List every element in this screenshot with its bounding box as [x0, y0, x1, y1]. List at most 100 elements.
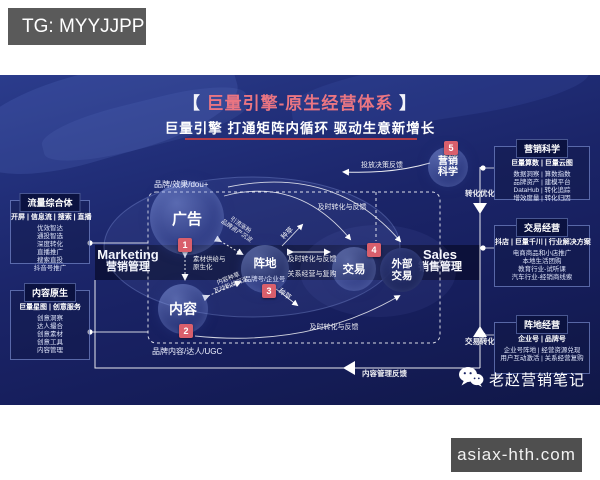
brand-footer: 老赵营销笔记: [458, 366, 585, 393]
list-item: 增效度量 | 转化归因: [513, 195, 571, 202]
list-item: 本地生活团购: [522, 258, 562, 265]
node-trade-label: 交易: [342, 264, 366, 276]
panel-subheader: 抖店 | 巨量千川 | 行业解决方案: [495, 239, 591, 246]
panel-traffic-complex: 流量综合体 开屏 | 信息流 | 搜索 | 直播 优效智达通投智选深度转化直播推…: [10, 193, 92, 272]
list-item: 创意洞察: [37, 315, 63, 322]
timely-curve-to-trade: [223, 190, 352, 241]
panel-header: 内容原生: [23, 283, 77, 302]
page-title: 【 巨量引擎-原生经营体系 】: [0, 89, 600, 114]
ad-position-arrow: [213, 235, 244, 256]
connector-dot: [87, 240, 93, 246]
title-bracket-left: 【: [182, 94, 201, 113]
tg-badge: TG: MYYJJPP: [8, 8, 146, 45]
connector-dot: [87, 329, 93, 335]
marketing-cn: 营销管理: [86, 261, 170, 274]
step-badge-3: 3: [262, 284, 276, 298]
panel-content-native: 内容原生 巨量星图 | 创意服务 创意洞察达人撮合创意素材创意工具内容管理: [10, 283, 90, 360]
step-badge-2: 2: [179, 324, 193, 338]
list-item: 搜索直投: [37, 257, 63, 264]
node-content-label: 内容: [169, 301, 197, 317]
list-item: DataHub | 转化追踪: [513, 187, 571, 194]
edge-label-trade-conv: 交易转化: [465, 337, 495, 346]
brand-name: 老赵营销笔记: [489, 372, 586, 389]
diagram-canvas: 【 巨量引擎-原生经营体系 】 巨量引擎 打通矩阵内循环 驱动生意新增长 Mar…: [0, 75, 600, 405]
node-science-line1: 营销: [438, 156, 458, 167]
list-item: 达人撮合: [37, 323, 63, 330]
edge-label-material-line2: 原生化: [193, 264, 213, 271]
list-item: 创意素材: [37, 331, 63, 338]
node-science-line2: 科学: [438, 167, 458, 178]
conv-opt-arrowhead: [473, 203, 487, 214]
node-position-label: 阵地: [253, 258, 277, 270]
node-external-line1: 外部: [391, 258, 413, 270]
panel-subheader: 巨量星图 | 创意服务: [19, 304, 81, 311]
list-item: 抖音号推广: [33, 265, 67, 272]
list-item: 教育行业-试听课: [518, 266, 566, 273]
diagram-lines-svg: [87, 162, 494, 375]
frame-label-top: 品牌/效果/dou+: [154, 180, 209, 189]
step-badge-1: 1: [178, 238, 192, 252]
trade-glow: [300, 225, 456, 317]
edge-label-material: 素材供给与 原生化: [193, 256, 226, 272]
panel-subheader: 开屏 | 信息流 | 搜索 | 直播: [11, 214, 92, 221]
node-position-sub: 品牌号/企业号: [244, 276, 286, 283]
list-item: 直播推广: [37, 249, 63, 256]
panel-subheader: 巨量算数 | 巨量云图: [511, 160, 573, 167]
list-item: 用户互动激活 | 关系经营复购: [500, 355, 584, 362]
panel-header: 阵地经营: [515, 315, 569, 334]
list-item: 优效智达: [37, 225, 63, 232]
title-underline: [185, 138, 417, 140]
seed-top-arrow: [281, 223, 304, 247]
edge-label-timely-mid: 及时转化与反馈: [287, 256, 337, 263]
content-mgmt-arrowhead: [343, 361, 355, 375]
list-item: 创意工具: [37, 339, 63, 346]
title-text: 巨量引擎-原生经营体系: [206, 94, 394, 113]
panel-position-operation: 阵地经营 企业号 | 品牌号 企业号阵地 | 经营资源兑现用户互动激活 | 关系…: [494, 315, 590, 374]
page-subtitle: 巨量引擎 打通矩阵内循环 驱动生意新增长: [164, 121, 436, 136]
marketing-label: Marketing 营销管理: [86, 248, 170, 274]
title-bracket-right: 】: [399, 94, 418, 113]
node-external-line2: 交易: [391, 270, 413, 282]
seed-bottom-arrow: [275, 288, 299, 307]
edge-label-decision-feedback: 投放决策反馈: [361, 162, 403, 169]
marketing-en: Marketing: [86, 248, 170, 261]
bottom-feedback-curve: [194, 295, 401, 339]
step-badge-4: 4: [367, 243, 381, 257]
edge-label-timely-top: 及时转化与反馈: [317, 204, 367, 211]
panel-items: 电商商品和小店推广本地生活团购教育行业-试听课汽车行业-经销商线索: [495, 250, 589, 282]
frame-label-bottom: 品牌内容/达人/UGC: [152, 347, 223, 356]
edge-label-content-mgmt: 内容管理反馈: [362, 369, 407, 378]
list-item: 品牌资产 | 建模平台: [513, 179, 571, 186]
list-item: 内容管理: [37, 347, 63, 354]
step-badge-5: 5: [444, 141, 458, 155]
list-item: 汽车行业-经销商线索: [511, 274, 573, 281]
dashed-frame: [147, 191, 441, 344]
panel-subheader: 企业号 | 品牌号: [518, 336, 566, 343]
watermark-box: asiax-hth.com: [451, 438, 582, 472]
list-item: 电商商品和小店推广: [512, 250, 572, 257]
wechat-icon: [458, 366, 484, 393]
list-item: 通投智选: [37, 233, 63, 240]
panel-header: 营销科学: [515, 139, 569, 158]
list-item: 企业号阵地 | 经营资源兑现: [503, 347, 581, 354]
connector-dot: [480, 245, 486, 251]
list-item: 深度转化: [37, 241, 63, 248]
panel-items: 优效智达通投智选深度转化直播推广搜索直投抖音号推广: [11, 225, 89, 273]
node-external-trade: 外部 交易: [380, 248, 424, 292]
edge-label-conv-opt: 转化优化: [465, 189, 495, 198]
decision-feedback-arrow: [342, 162, 431, 176]
edge-label-relation-mid: 关系经营与复购: [287, 271, 337, 278]
node-ad-label: 广告: [171, 210, 202, 228]
panel-header: 流量综合体: [19, 193, 81, 212]
panel-items: 企业号阵地 | 经营资源兑现用户互动激活 | 关系经营复购: [495, 347, 589, 363]
list-item: 数据洞察 | 算数指数: [513, 171, 571, 178]
edge-label-material-line1: 素材供给与: [193, 256, 226, 263]
content-position-arrow: [202, 280, 242, 302]
panel-items: 创意洞察达人撮合创意素材创意工具内容管理: [11, 315, 89, 355]
panel-trade-operation: 交易经营 抖店 | 巨量千川 | 行业解决方案 电商商品和小店推广本地生活团购教…: [494, 218, 591, 287]
edge-label-timely-bottom: 及时转化与反馈: [309, 324, 359, 331]
connector-dot: [480, 165, 486, 171]
